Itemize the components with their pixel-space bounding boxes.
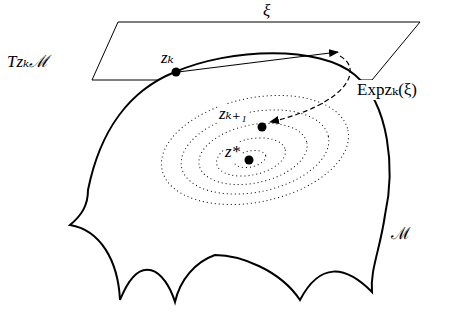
point-label: zₖ (160, 48, 175, 68)
tangent-space-label: Tzₖℳ (6, 52, 50, 72)
point-zstar (245, 156, 254, 165)
exp-map-arrow (270, 56, 350, 122)
point-zk1 (258, 123, 267, 132)
point-zk (172, 68, 181, 77)
map-label: Expzₖ(ξ) (356, 80, 418, 100)
point-label: zₖ₊₁ (218, 104, 248, 124)
manifold-label: ℳ (390, 224, 412, 244)
vector-label: ξ (262, 1, 271, 21)
point-label: z* (224, 142, 241, 162)
manifold-surface (70, 53, 390, 302)
tangent-vector (178, 52, 338, 72)
